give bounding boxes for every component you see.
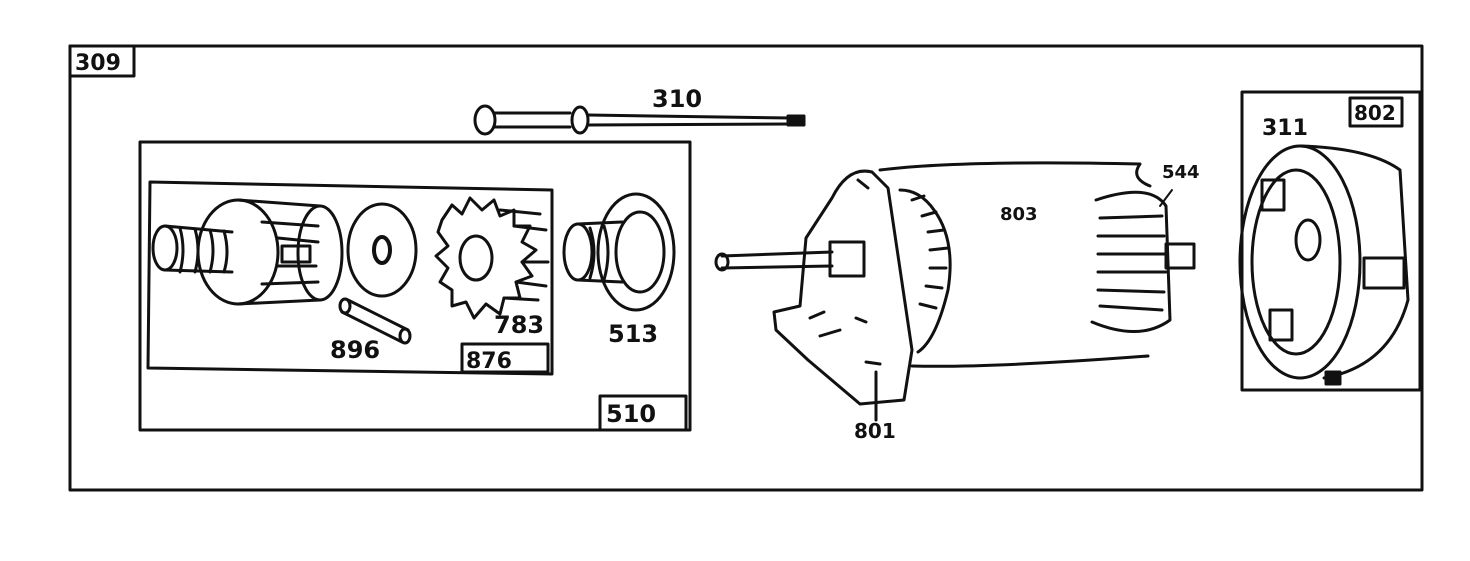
label-311: 311 (1262, 116, 1308, 141)
label-783: 783 (494, 311, 544, 339)
armature-part (1090, 189, 1196, 333)
drive-clutch-part (562, 192, 676, 312)
pinion-gear-part (434, 196, 550, 320)
assembly-label-box (68, 44, 136, 78)
label-801: 801 (854, 419, 896, 443)
inner-drive-label-box (460, 342, 550, 374)
label-310: 310 (652, 85, 702, 113)
assembly-frame (68, 44, 1424, 492)
armature-shaft (714, 240, 866, 278)
end-cap-part (1238, 90, 1422, 392)
motor-housing (878, 161, 1152, 368)
through-bolt-part (473, 104, 806, 136)
washer-part (346, 202, 418, 298)
label-803: 803 (1000, 204, 1038, 225)
label-896: 896 (330, 336, 380, 364)
drive-end-bracket (772, 169, 914, 406)
label-513: 513 (608, 320, 658, 348)
inner-drive-box (146, 180, 554, 376)
drive-box (138, 140, 692, 432)
label-802: 802 (1354, 101, 1396, 125)
roll-pin-part (338, 297, 412, 345)
drive-spring-part (151, 198, 344, 306)
label-876: 876 (466, 349, 512, 374)
bracket-holes (808, 310, 882, 366)
bracket-detail (856, 178, 870, 190)
label-510: 510 (606, 400, 656, 428)
label-544: 544 (1162, 162, 1200, 183)
label-309: 309 (75, 51, 121, 76)
end-cap-label-box (1348, 96, 1404, 128)
drive-label-box (598, 394, 688, 432)
